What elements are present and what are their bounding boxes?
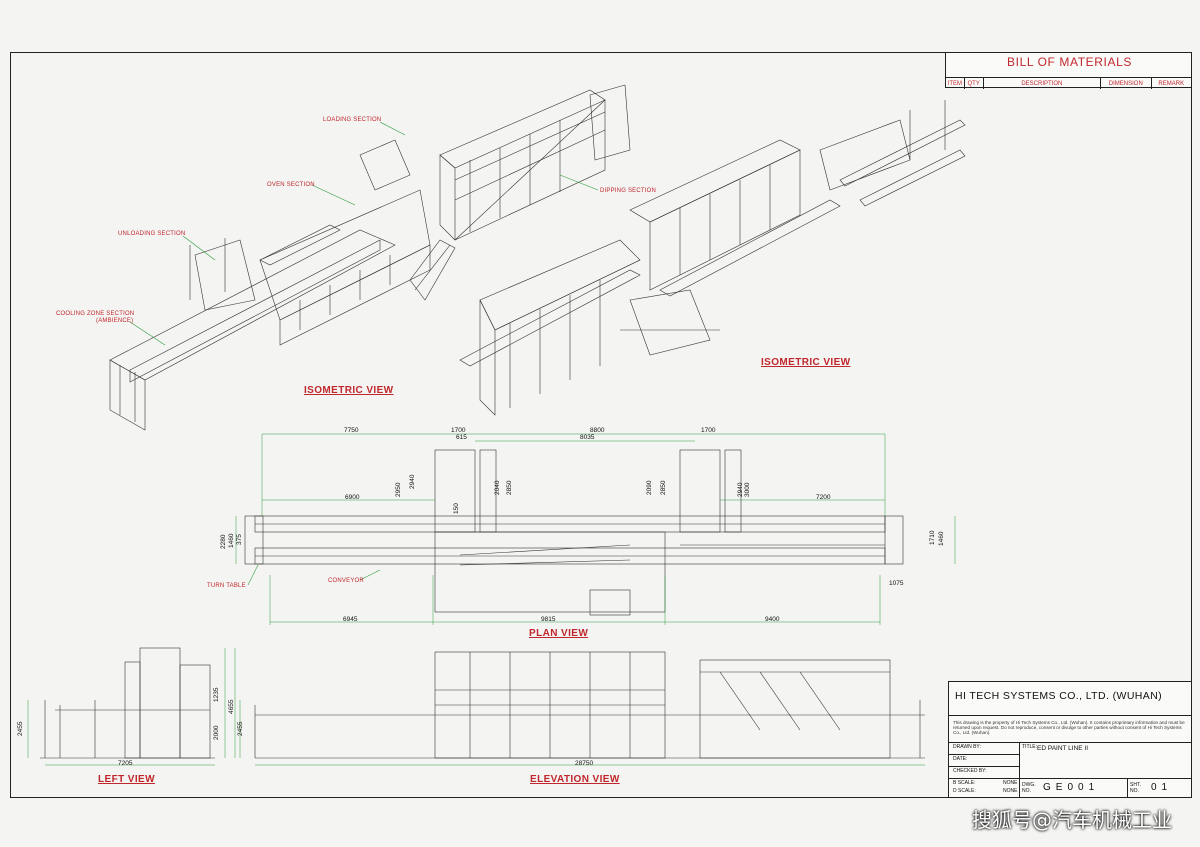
property-notice: This drawing is the property of Hi Tech … — [953, 720, 1185, 736]
bom-col-dimension: DIMENSION — [1101, 78, 1152, 89]
dwg-no-label: DWG. NO. — [1022, 782, 1036, 794]
dim-6945: 6945 — [343, 616, 358, 623]
dim-2280: 2280 — [220, 534, 227, 549]
bom-col-remark: REMARK — [1158, 80, 1185, 87]
dim-1075: 1075 — [889, 580, 904, 587]
label-oven-section: OVEN SECTION — [267, 182, 315, 188]
sheet-number: 01 — [1151, 782, 1173, 793]
dim-150: 150 — [453, 503, 460, 514]
dim-1460-b: 1460 — [938, 531, 945, 546]
bill-of-materials: BILL OF MATERIALS ITEM QTY DESCRIPTION D… — [945, 52, 1192, 89]
dim-elev-2455: 2455 — [237, 721, 244, 736]
bom-col-description: DESCRIPTION — [984, 78, 1102, 89]
dim-elev-28750: 28750 — [575, 760, 594, 767]
title-plan-view: PLAN VIEW — [529, 628, 589, 639]
drawn-by-label: DRAWN BY: — [953, 744, 981, 750]
dim-6900: 6900 — [345, 494, 360, 501]
title-isometric-view-right: ISOMETRIC VIEW — [761, 357, 851, 368]
dim-left-2455: 2455 — [17, 721, 24, 736]
label-cooling-ambience: (AMBIENCE) — [96, 318, 134, 324]
date-label: DATE: — [953, 756, 968, 762]
dim-left-2000: 2000 — [213, 725, 220, 740]
dim-left-4655: 4655 — [228, 699, 235, 714]
dim-1710: 1710 — [929, 530, 936, 545]
bom-title: BILL OF MATERIALS — [1007, 55, 1132, 69]
label-dipping-section: DIPPING SECTION — [600, 188, 657, 194]
dim-7750: 7750 — [344, 427, 359, 434]
title-elevation-view: ELEVATION VIEW — [530, 774, 620, 785]
sheet-no-label: SHT. NO. — [1130, 782, 1141, 794]
dim-1460-a: 1460 — [228, 533, 235, 548]
dim-1700-b: 1700 — [701, 427, 716, 434]
label-cooling-zone: COOLING ZONE SECTION — [56, 311, 135, 317]
dim-1700-a: 1700 — [451, 427, 466, 434]
watermark: 搜狐号@汽车机械工业 — [972, 808, 1172, 832]
drawing-border — [10, 52, 1192, 798]
title-value: ED PAINT LINE II — [1037, 745, 1089, 752]
elevation-view-drawing — [254, 651, 925, 759]
dim-left-1235: 1235 — [213, 687, 220, 702]
title-label: TITLE: — [1022, 744, 1038, 750]
b-scale-label: B SCALE: — [953, 780, 976, 786]
dim-375: 375 — [236, 534, 243, 545]
company-name: HI TECH SYSTEMS CO., LTD. (WUHAN) — [955, 690, 1163, 702]
dim-8800: 8800 — [590, 427, 605, 434]
drawing-number: GE001 — [1043, 782, 1100, 793]
label-turn-table: TURN TABLE — [207, 583, 246, 589]
dim-2940: 2940 — [409, 474, 416, 489]
dim-3000: 3000 — [744, 482, 751, 497]
d-scale-label: D SCALE: — [953, 788, 976, 794]
label-conveyor: CONVEYOR — [328, 578, 364, 584]
dim-9815: 9815 — [541, 616, 556, 623]
dim-left-7205: 7205 — [118, 760, 133, 767]
dim-8035: 8035 — [580, 434, 595, 441]
title-block: HI TECH SYSTEMS CO., LTD. (WUHAN) This d… — [948, 681, 1192, 798]
bom-col-qty: QTY — [965, 78, 984, 89]
label-loading-section: LOADING SECTION — [323, 117, 382, 123]
isometric-right-drawing — [459, 100, 966, 416]
left-view-drawing — [40, 647, 215, 759]
dim-9400: 9400 — [765, 616, 780, 623]
dim-2040: 2040 — [494, 480, 501, 495]
plan-view-drawing — [244, 449, 904, 616]
bom-col-item: ITEM — [946, 78, 965, 89]
isometric-left-drawing — [109, 84, 631, 431]
dim-2850-a: 2850 — [506, 480, 513, 495]
b-scale-value: NONE — [1003, 780, 1018, 786]
title-left-view: LEFT VIEW — [98, 774, 155, 785]
dim-2090: 2090 — [646, 480, 653, 495]
checked-by-label: CHECKED BY: — [953, 768, 987, 774]
label-unloading-section: UNLOADING SECTION — [118, 231, 186, 237]
d-scale-value: NONE — [1003, 788, 1018, 794]
dim-2940-b: 2940 — [737, 482, 744, 497]
dim-7200: 7200 — [816, 494, 831, 501]
title-isometric-view-left: ISOMETRIC VIEW — [304, 385, 394, 396]
dim-615: 615 — [456, 434, 467, 441]
dim-2950: 2950 — [395, 482, 402, 497]
dim-2850-b: 2850 — [660, 480, 667, 495]
bom-header-row: ITEM QTY DESCRIPTION DIMENSION REMARK — [946, 77, 1191, 89]
